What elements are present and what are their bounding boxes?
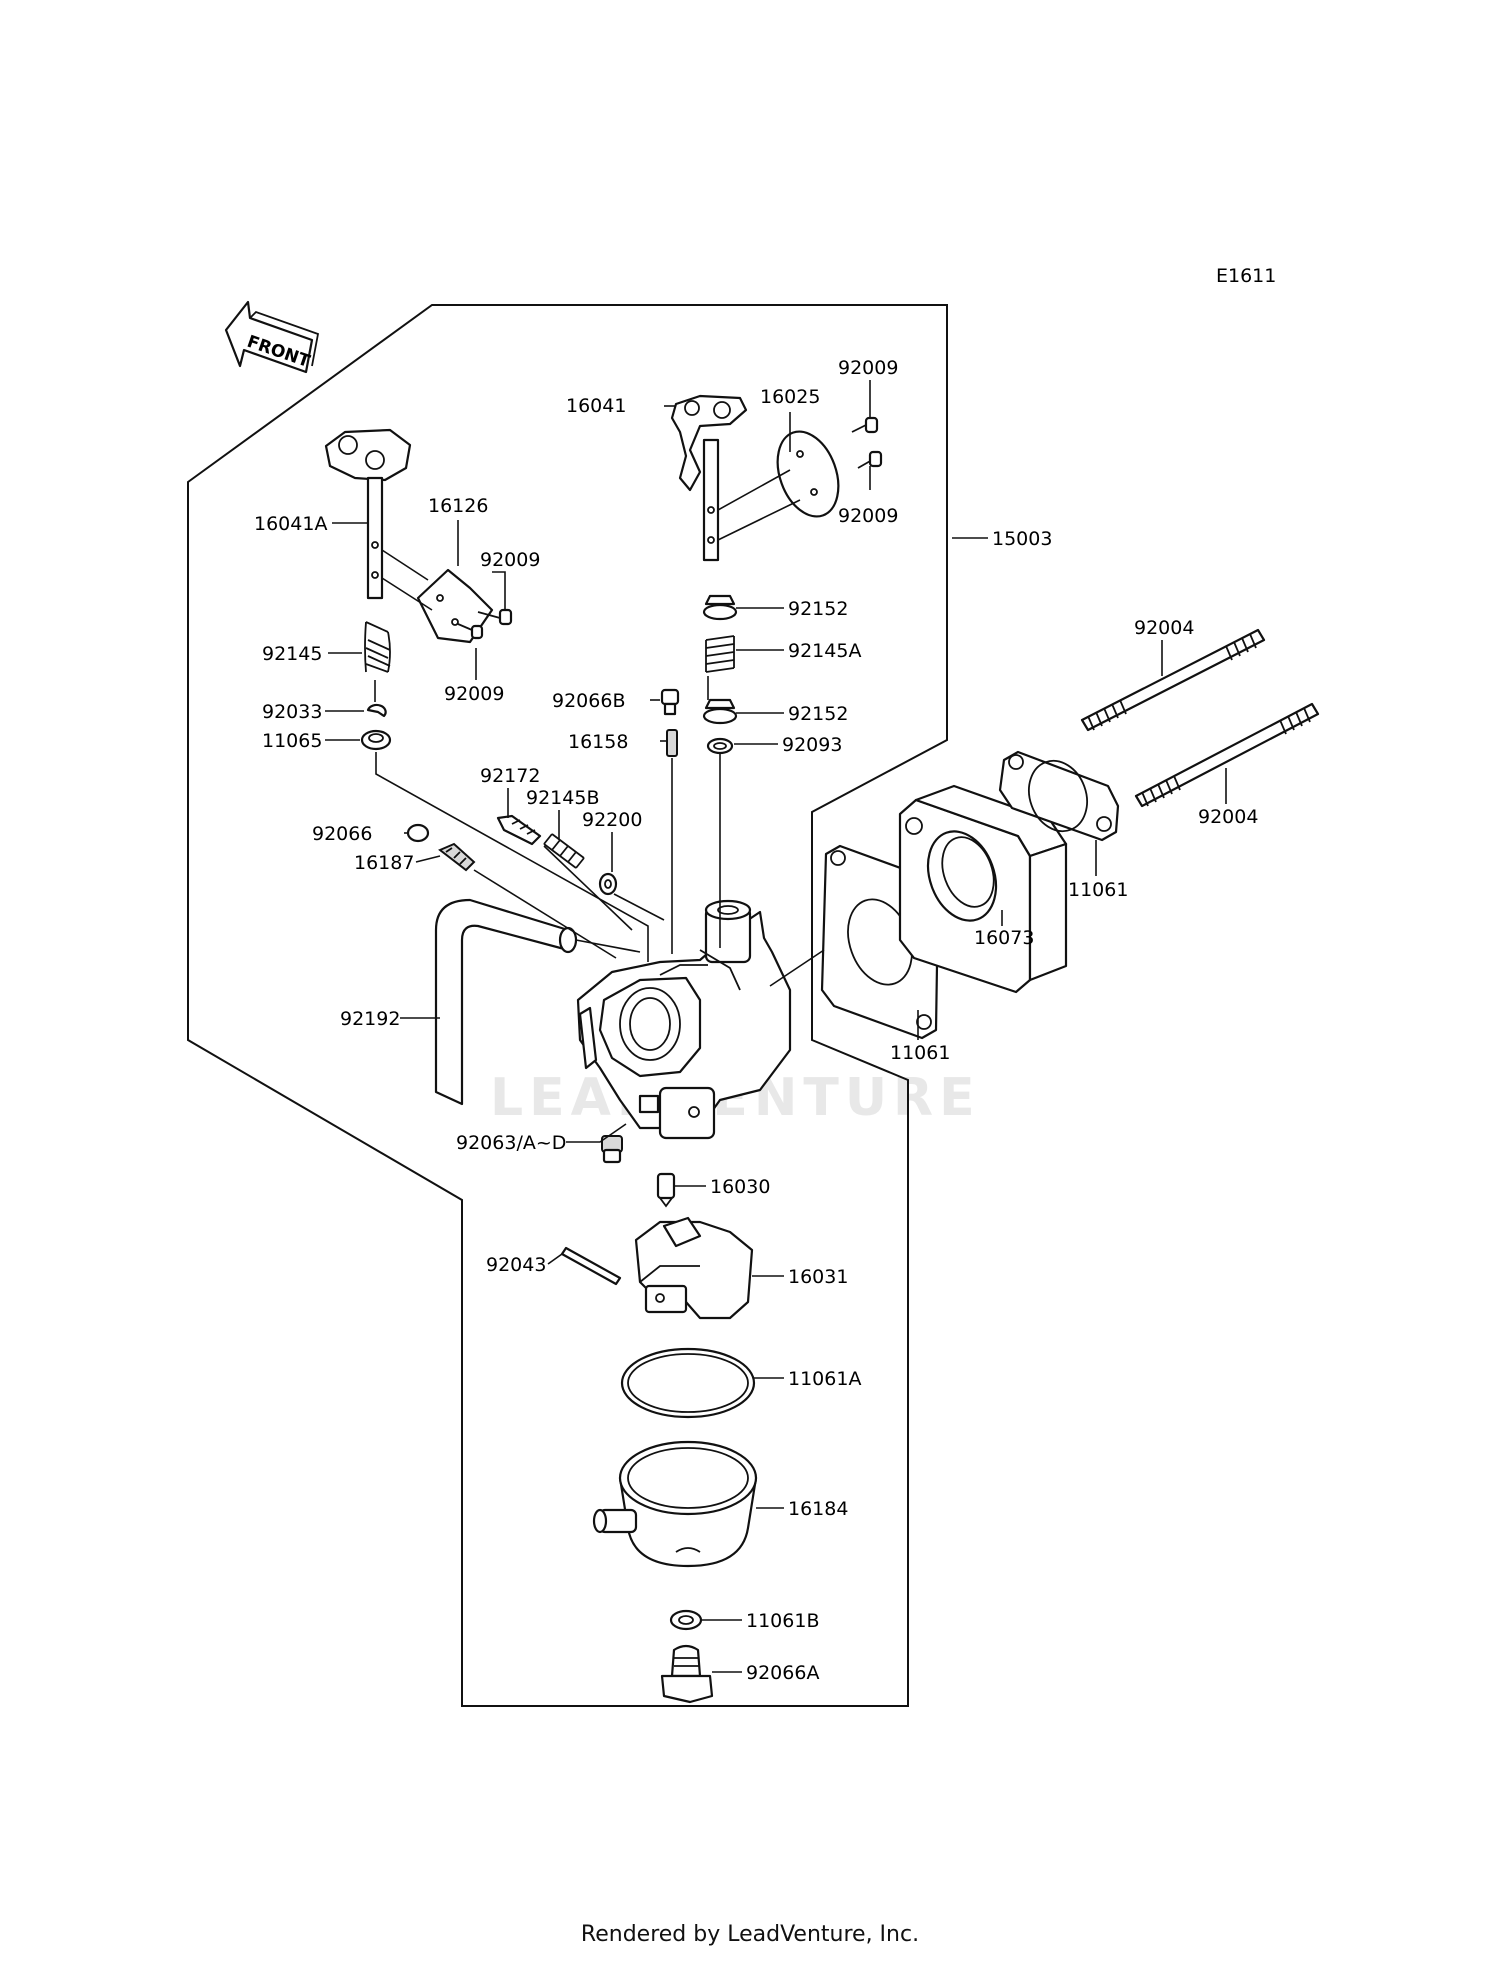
callout-92145A: 92145A [788,640,861,662]
part-16031-float [634,1216,754,1320]
part-92152-bushing-bottom [702,698,738,725]
part-92152-bushing-top [702,594,738,621]
part-11061-gasket-right [998,750,1120,842]
callout-92066A: 92066A [746,1662,819,1684]
callout-16041: 16041 [566,395,626,417]
part-92009-screw-top-2 [857,450,883,469]
callout-92004-lower: 92004 [1198,806,1258,828]
callout-16187: 16187 [354,852,414,874]
callout-16031: 16031 [788,1266,848,1288]
callout-92009-left-1: 92009 [480,549,540,571]
part-92066B-plug [660,688,680,716]
callout-92145: 92145 [262,643,322,665]
callout-16025: 16025 [760,386,820,408]
callout-11061-left: 11061 [890,1042,950,1064]
part-92004-stud-lower [1134,702,1320,808]
callout-92009-left-2: 92009 [444,683,504,705]
callout-92145B: 92145B [526,787,599,809]
callout-16030: 16030 [710,1176,770,1198]
part-92200-washer [598,872,618,896]
part-carburetor-body [576,899,792,1140]
callout-92043: 92043 [486,1254,546,1276]
part-16184-float-bowl [592,1440,758,1568]
callout-92093: 92093 [782,734,842,756]
callout-92009-top: 92009 [838,357,898,379]
part-92172-screw [496,814,542,846]
carburetor-assembly-frame [187,304,948,1707]
callout-16158: 16158 [568,731,628,753]
callout-92004-upper: 92004 [1134,617,1194,639]
footer-credit: Rendered by LeadVenture, Inc. [580,1922,920,1947]
part-92009-screw-left-1 [477,608,513,626]
part-92009-screw-left-2 [457,623,484,640]
part-16041A-choke-shaft [324,428,412,600]
part-16025-throttle-plate [776,430,840,518]
callout-92152-bottom: 92152 [788,703,848,725]
callout-92200: 92200 [582,809,642,831]
callout-labels: 16041 16025 92009 92009 15003 16041A 161… [254,357,1258,1684]
part-16158-jet [666,729,678,757]
part-16030-float-needle [656,1172,676,1208]
part-92145B-spring [543,833,585,869]
callout-92063: 92063/A~D [456,1132,566,1154]
part-92009-screw-top-1 [851,416,879,434]
part-11061A-bowl-gasket [620,1347,756,1419]
part-16073-insulator [898,784,1068,994]
callout-92033: 92033 [262,701,322,723]
callout-92192: 92192 [340,1008,400,1030]
part-92063-drain-screw [601,1135,623,1164]
part-92066-o-ring [406,823,430,843]
callout-11061-right: 11061 [1068,879,1128,901]
callout-11061B: 11061B [746,1610,819,1632]
part-92145A-spring [705,635,735,700]
diagram-id: E1611 [1216,265,1276,287]
callout-16073: 16073 [974,927,1034,949]
part-92043-float-pin [560,1246,622,1286]
part-92093-o-ring [706,737,734,755]
callout-16184: 16184 [788,1498,848,1520]
callout-11065: 11065 [262,730,322,752]
part-92066A-bolt [660,1644,714,1704]
callout-92009-mid: 92009 [838,505,898,527]
part-92145-spring [364,621,391,702]
callout-16041A: 16041A [254,513,327,535]
leader-lines [325,380,1227,1673]
part-92004-stud-upper [1080,628,1266,732]
callout-92172: 92172 [480,765,540,787]
callout-92152-top: 92152 [788,598,848,620]
callout-92066: 92066 [312,823,372,845]
callout-11061A: 11061A [788,1368,861,1390]
part-92192-hose [434,898,578,1106]
callout-92066B: 92066B [552,690,625,712]
part-92033-e-clip [366,703,387,718]
front-arrow-icon: FRONT [224,300,320,374]
part-16041-throttle-shaft [670,394,748,562]
part-11061B-washer [669,1609,703,1631]
part-16126-choke-plate [416,568,494,644]
callout-16126: 16126 [428,495,488,517]
part-11065-seal [360,729,392,751]
part-16187-pilot-screw [438,842,476,872]
callout-15003: 15003 [992,528,1052,550]
